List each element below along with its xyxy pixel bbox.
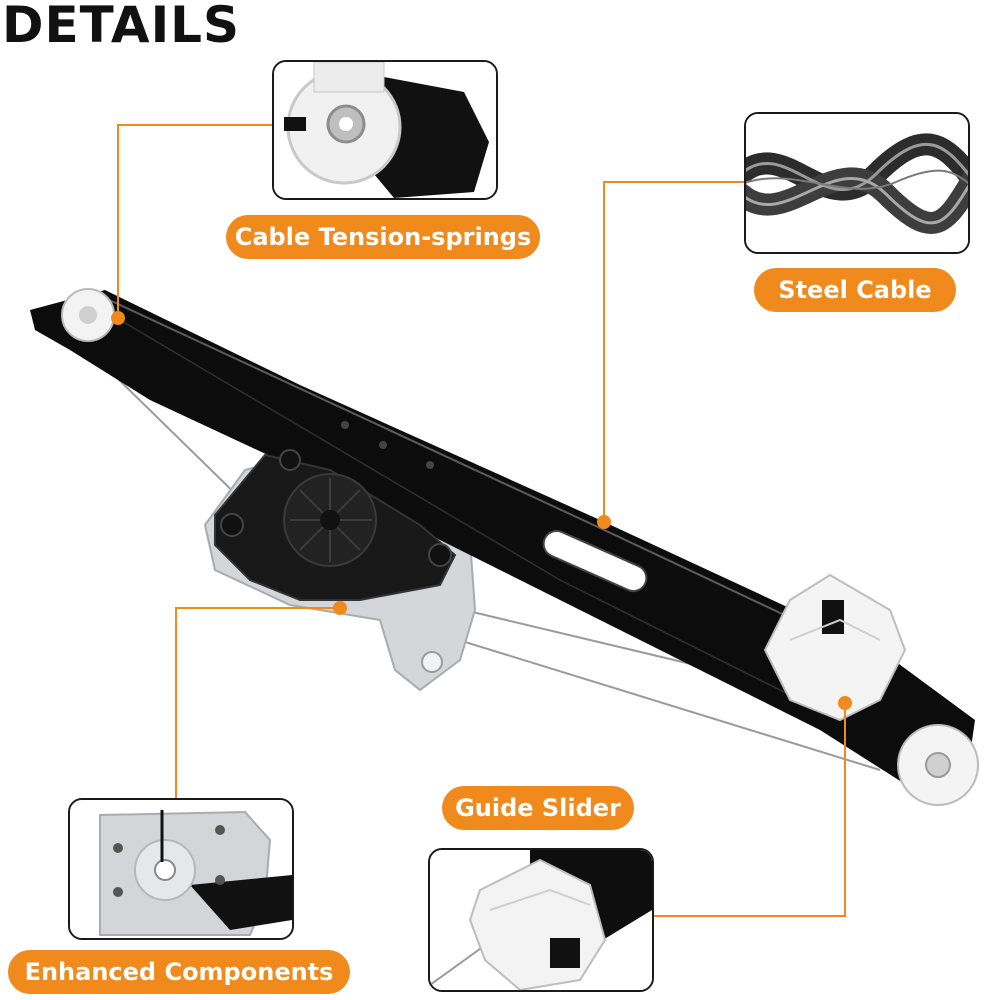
bottom-pulley — [897, 724, 979, 806]
regulator-rail — [30, 290, 975, 800]
inset-steel-cable — [744, 112, 970, 254]
inset-enhanced-components — [68, 798, 294, 940]
callout-leader-lines — [117, 124, 846, 917]
page-title: DETAILS — [2, 0, 241, 54]
top-pulley — [61, 288, 115, 342]
guide-slider — [763, 573, 907, 722]
inset-cable-tension-springs — [272, 60, 498, 200]
label-guide-slider: Guide Slider — [442, 786, 634, 830]
inset-guide-slider — [428, 848, 654, 992]
callout-anchor-dots — [111, 311, 852, 710]
label-steel-cable: Steel Cable — [754, 268, 956, 312]
label-enhanced-components: Enhanced Components — [8, 950, 350, 994]
label-cable-tension-springs: Cable Tension-springs — [226, 215, 540, 259]
